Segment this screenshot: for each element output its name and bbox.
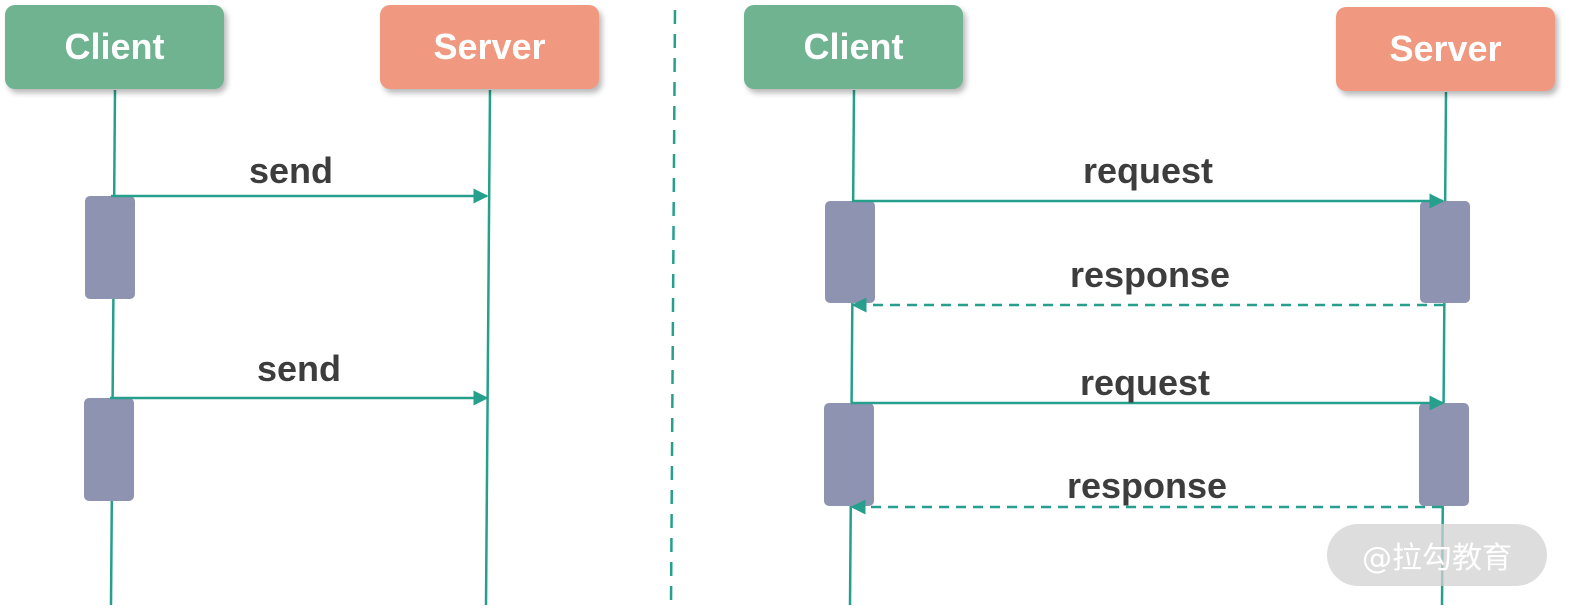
left-client-activation-2 xyxy=(84,398,134,501)
right-server-lifeline xyxy=(1440,91,1448,606)
right-server-label: Server xyxy=(1389,28,1502,69)
left-client-label: Client xyxy=(64,26,165,67)
center-divider xyxy=(669,9,677,606)
right-client-activation-2 xyxy=(824,403,874,506)
left-send-label-1: send xyxy=(248,150,334,191)
right-response-label-1: response xyxy=(1069,254,1231,295)
right-response-label-2: response xyxy=(1066,465,1228,506)
right-client-box: Client xyxy=(744,5,963,89)
right-request-label-2: request xyxy=(1079,362,1211,403)
right-server-box: Server xyxy=(1336,7,1555,91)
left-client-box: Client xyxy=(5,5,224,89)
right-server-activation-2 xyxy=(1419,403,1469,506)
right-server-activation-1 xyxy=(1420,201,1470,303)
left-client-lifeline xyxy=(109,89,117,606)
left-server-label: Server xyxy=(433,26,546,67)
left-client-activation-1 xyxy=(85,196,135,299)
watermark-badge: @拉勾教育 xyxy=(1327,524,1547,586)
left-server-lifeline xyxy=(484,89,492,606)
right-client-activation-1 xyxy=(825,201,875,303)
right-client-lifeline xyxy=(848,89,856,606)
left-server-box: Server xyxy=(380,5,599,89)
right-request-label-1: request xyxy=(1082,150,1214,191)
right-client-label: Client xyxy=(803,26,904,67)
left-send-label-2: send xyxy=(256,348,342,389)
